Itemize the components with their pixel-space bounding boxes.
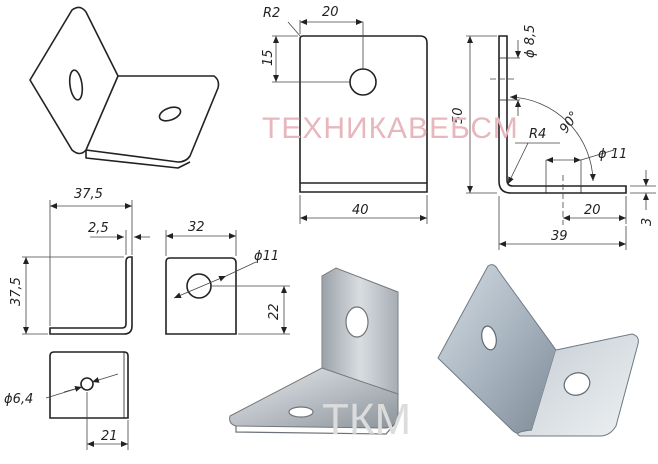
dim-hole-11: ϕ11 bbox=[254, 249, 279, 264]
dim-hole-offset-20: 20 bbox=[584, 203, 601, 218]
steel-vertical-hole bbox=[345, 306, 369, 338]
front-hole bbox=[349, 68, 377, 96]
front-view-dims bbox=[272, 19, 428, 224]
small-bottom-hole bbox=[80, 377, 94, 391]
dim-length-39: 39 bbox=[551, 229, 568, 244]
dim-bend-radius-r4: R4 bbox=[529, 127, 546, 142]
small-front-hole bbox=[186, 273, 212, 299]
dim-hole-offset-x: 20 bbox=[322, 5, 339, 20]
dim-thickness-3: 3 bbox=[640, 218, 655, 226]
zinc-vertical-hole bbox=[481, 325, 497, 351]
dim-width-37-5: 37,5 bbox=[74, 187, 103, 202]
dim-angle-90: 90° bbox=[557, 109, 583, 136]
dim-radius-r2: R2 bbox=[263, 6, 280, 21]
dim-offset-21: 21 bbox=[101, 429, 118, 444]
dim-offset-2-5: 2,5 bbox=[88, 221, 109, 236]
watermark-logo: ТКМ bbox=[322, 395, 411, 444]
steel-bracket-photo bbox=[229, 267, 399, 435]
side-view-dims bbox=[466, 35, 656, 250]
dim-width-40: 40 bbox=[352, 203, 369, 218]
small-profile-dims bbox=[22, 200, 150, 335]
small-front-dims bbox=[165, 230, 290, 335]
dim-hole-offset-y: 15 bbox=[261, 49, 276, 66]
isometric-sketch bbox=[29, 6, 220, 169]
dim-hole-6-4: ϕ6,4 bbox=[4, 392, 33, 407]
front-view bbox=[299, 35, 428, 193]
steel-horizontal-hole bbox=[288, 406, 314, 418]
dim-slot-diameter-11: ϕ 11 bbox=[598, 147, 627, 162]
small-front-view bbox=[165, 257, 237, 335]
zinc-bracket-photo bbox=[437, 264, 639, 437]
dim-height-50: 50 bbox=[451, 107, 466, 124]
dim-offset-22: 22 bbox=[267, 303, 282, 320]
iso-hole-vertical bbox=[68, 69, 84, 101]
zinc-horizontal-hole bbox=[563, 372, 591, 396]
side-view bbox=[498, 35, 627, 194]
watermark-text: ТЕХНИКАВЕБСМ bbox=[262, 112, 519, 145]
small-profile-view bbox=[49, 256, 133, 335]
dim-width-32: 32 bbox=[188, 220, 205, 235]
dim-height-37-5: 37,5 bbox=[9, 277, 24, 306]
dim-hole-diameter-8-5: ϕ 8,5 bbox=[523, 25, 538, 58]
small-bottom-view bbox=[49, 351, 129, 419]
iso-hole-horizontal bbox=[158, 106, 182, 122]
small-bottom-dims bbox=[45, 373, 129, 450]
